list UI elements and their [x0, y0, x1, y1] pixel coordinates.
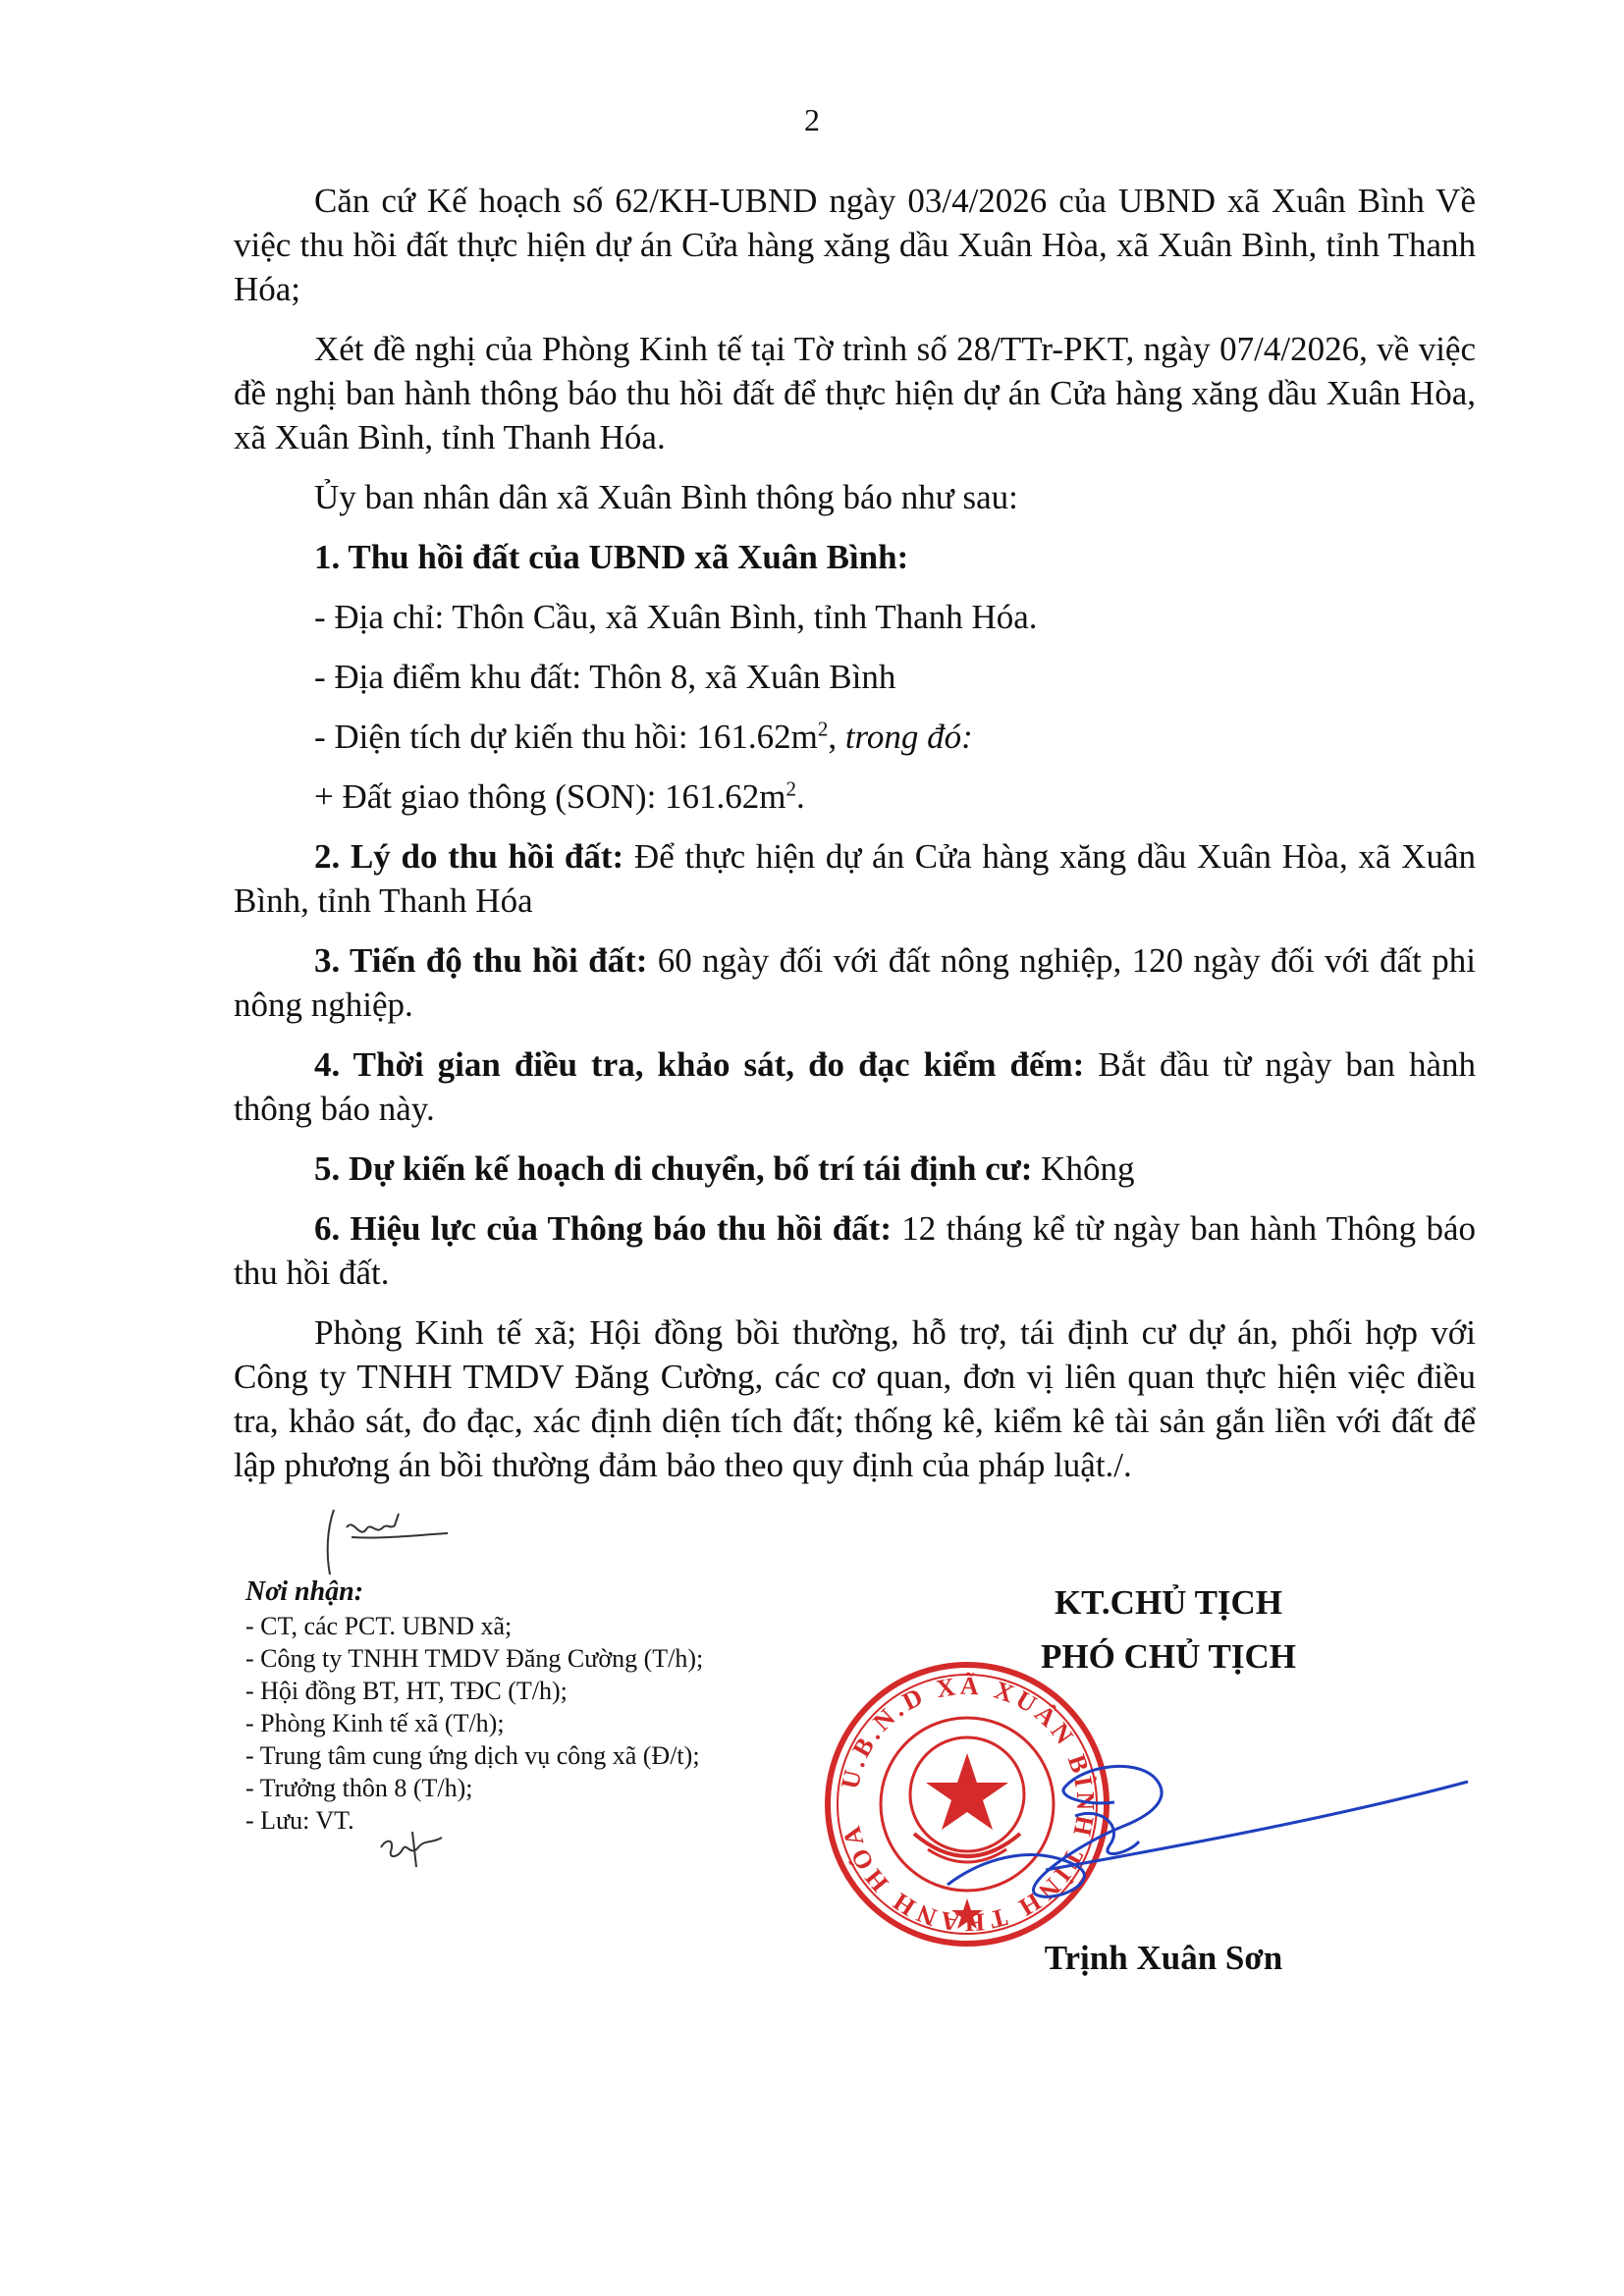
paragraph-proposal: Xét đề nghị của Phòng Kinh tế tại Tờ trì…	[234, 330, 1476, 456]
recipients-list: Nơi nhận: - CT, các PCT. UBND xã; - Công…	[245, 1575, 835, 1837]
paragraph-announcement: Ủy ban nhân dân xã Xuân Bình thông báo n…	[314, 478, 1018, 516]
archive-initials-mark	[380, 1831, 443, 1868]
handwritten-signature	[947, 1764, 1469, 1898]
recipient-item: - Trưởng thôn 8 (T/h);	[245, 1774, 473, 1802]
signature-block: KT.CHỦ TỊCH PHÓ CHỦ TỊCH	[962, 1575, 1375, 1683]
signer-position-1: KT.CHỦ TỊCH	[1054, 1583, 1283, 1622]
section-1-heading: 1. Thu hồi đất của UBND xã Xuân Bình:	[314, 538, 909, 576]
section-2: 2. Lý do thu hồi đất: Để thực hiện dự án…	[234, 837, 1476, 920]
section-4: 4. Thời gian điều tra, khảo sát, đo đạc …	[234, 1045, 1477, 1128]
recipient-item: - Công ty TNHH TMDV Đăng Cường (T/h);	[245, 1644, 704, 1673]
recipient-item: - Phòng Kinh tế xã (T/h);	[245, 1709, 505, 1737]
signer-position-2: PHÓ CHỦ TỊCH	[1041, 1637, 1296, 1676]
paragraph-legal-basis: Căn cứ Kế hoạch số 62/KH-UBND ngày 03/4/…	[234, 182, 1476, 308]
recipient-item: - Trung tâm cung ứng dịch vụ công xã (Đ/…	[245, 1741, 700, 1770]
section-5: 5. Dự kiến kế hoạch di chuyển, bố trí tá…	[314, 1149, 1135, 1188]
signer-name: Trịnh Xuân Sơn	[1044, 1939, 1283, 1977]
section-6: 6. Hiệu lực của Thông báo thu hồi đất: 1…	[234, 1209, 1477, 1292]
recipient-item: - Hội đồng BT, HT, TĐC (T/h);	[245, 1677, 568, 1705]
page-number: 2	[804, 102, 820, 137]
paragraph-closing: Phòng Kinh tế xã; Hội đồng bồi thường, h…	[234, 1313, 1476, 1484]
section-1-area: - Diện tích dự kiến thu hồi: 161.62m2, t…	[314, 717, 973, 756]
document-body: Căn cứ Kế hoạch số 62/KH-UBND ngày 03/4/…	[234, 179, 1476, 1503]
section-3: 3. Tiến độ thu hồi đất: 60 ngày đối với …	[234, 941, 1477, 1024]
official-seal: U.B.N.D XÃ XUÂN BÌNH TỈNH THANH HÓA	[825, 1662, 1110, 1947]
section-1-road-land: + Đất giao thông (SON): 161.62m2.	[314, 776, 805, 816]
section-1-location: - Địa điểm khu đất: Thôn 8, xã Xuân Bình	[314, 658, 896, 696]
recipient-item: - CT, các PCT. UBND xã;	[245, 1612, 513, 1640]
section-1-address: - Địa chỉ: Thôn Cầu, xã Xuân Bình, tỉnh …	[314, 598, 1038, 636]
recipient-item: - Lưu: VT.	[245, 1806, 354, 1835]
initials-mark	[326, 1509, 449, 1575]
recipients-heading: Nơi nhận:	[245, 1576, 364, 1607]
